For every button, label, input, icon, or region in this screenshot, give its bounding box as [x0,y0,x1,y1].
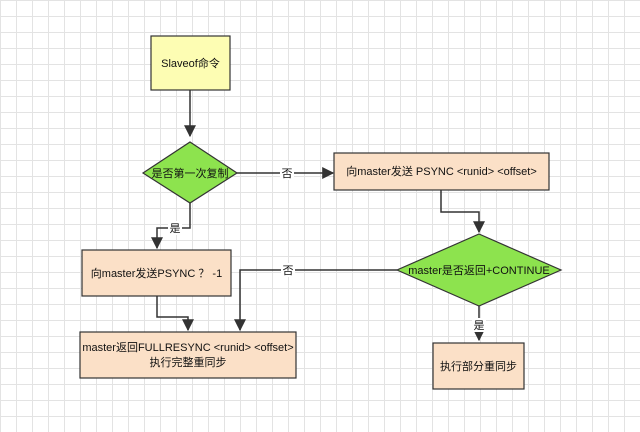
edge-send-psync-to-continue [440,190,485,234]
fullresync-label-line1: master返回FULLRESYNC <runid> <offset> [82,341,293,354]
send-psync-runid-label: 向master发送 PSYNC <runid> <offset> [346,164,537,178]
slaveof-command-label: Slaveof命令 [161,56,220,70]
partial-sync-node [432,342,525,390]
first-copy-label: 是否第一次复制 [152,166,229,180]
send-psync-initial-node [81,249,232,297]
first-copy-yes-label: 是 [170,222,181,235]
send-psync-initial-label: 向master发送PSYNC ？ -1 [91,266,222,280]
continue-yes-label: 是 [474,319,485,332]
send-psync-runid-node [333,152,550,191]
continue-no-label: 否 [283,265,294,277]
slaveof-command-node [150,35,231,91]
continue-decision [395,233,563,307]
first-copy-no-label: 否 [282,168,293,180]
continue-label: master是否返回+CONTINUE [408,264,550,277]
fullresync-label-line2: 执行完整重同步 [150,355,227,369]
edge-initial-psync-to-fullresync [156,296,194,332]
edge-continue-no [234,269,397,332]
first-copy-decision [141,141,239,204]
partial-sync-label: 执行部分重同步 [440,359,517,373]
fullresync-node [79,331,297,379]
